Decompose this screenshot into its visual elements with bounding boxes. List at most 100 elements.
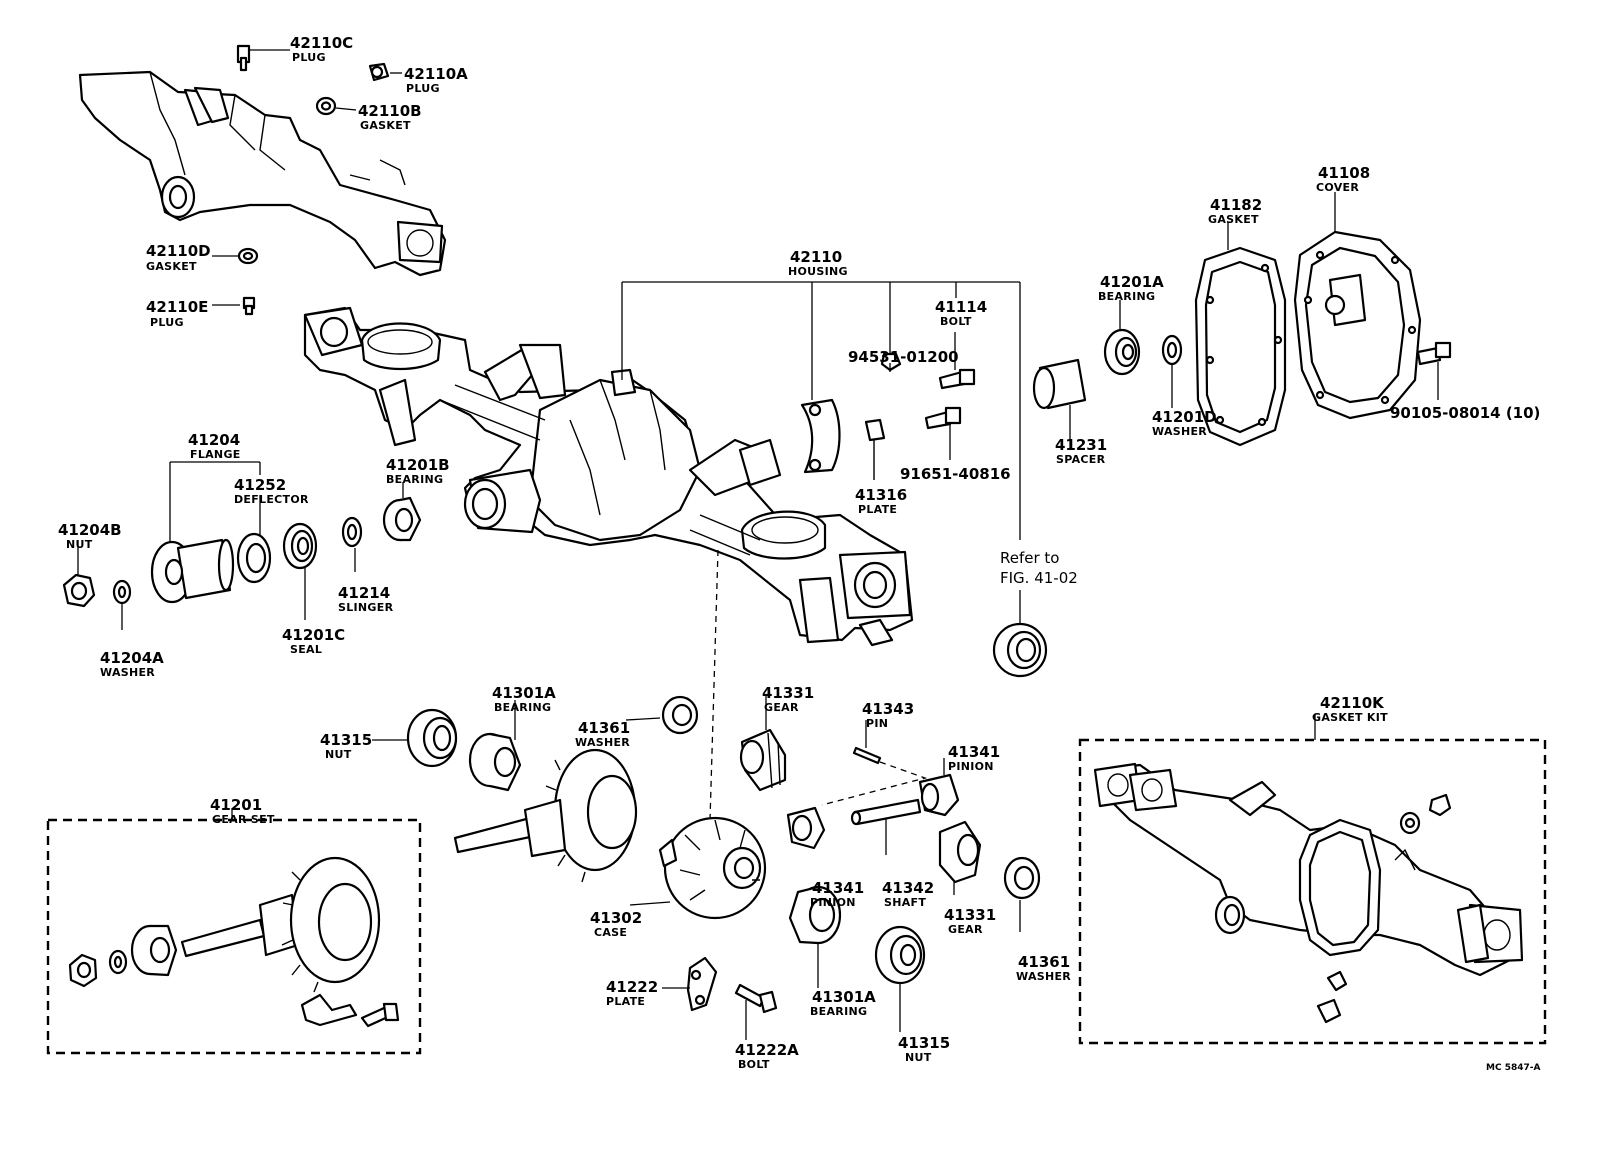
svg-text:41315: 41315 (320, 731, 372, 749)
bearing-41301a-bot (788, 885, 842, 945)
svg-text:42110: 42110 (790, 248, 842, 266)
svg-text:41341: 41341 (948, 743, 1000, 761)
label-41341-right: 41341 PINION (948, 743, 1000, 773)
svg-text:CASE: CASE (594, 926, 627, 939)
label-42110k: 42110K GASKET KIT (1312, 694, 1388, 724)
svg-text:SPACER: SPACER (1056, 453, 1106, 466)
nut-41315-left (406, 708, 458, 768)
gasket-41182 (1194, 246, 1287, 447)
svg-text:41343: 41343 (862, 700, 914, 718)
nut-94531 (880, 352, 902, 372)
svg-text:PIN: PIN (866, 717, 888, 730)
spacer-41231 (1032, 358, 1087, 410)
svg-text:BOLT: BOLT (940, 315, 972, 328)
svg-text:GEAR: GEAR (948, 923, 983, 936)
label-41343: 41343 PIN (862, 700, 914, 730)
svg-text:GEAR: GEAR (764, 701, 799, 714)
label-41201b: 41201B BEARING (386, 456, 450, 486)
label-41204a: 41204A WASHER (100, 649, 164, 679)
washer-41204a (112, 579, 132, 605)
label-42110d: 42110D GASKET (146, 242, 211, 273)
svg-text:41252: 41252 (234, 476, 286, 494)
label-41204: 41204 FLANGE (188, 431, 241, 461)
label-41341-left: 41341 PINION (810, 879, 864, 909)
label-41361-bot: 41361 WASHER (1016, 953, 1071, 983)
svg-text:Refer to: Refer to (1000, 549, 1059, 567)
svg-text:PLUG: PLUG (292, 51, 326, 64)
washer-41201d (1161, 334, 1183, 366)
label-41114: 41114 BOLT (935, 298, 987, 328)
drawing-code: MC 5847-A (1486, 1063, 1540, 1073)
label-42110a: 42110A PLUG (404, 65, 468, 95)
svg-text:COVER: COVER (1316, 181, 1359, 194)
svg-text:BOLT: BOLT (738, 1058, 770, 1071)
svg-text:42110E: 42110E (146, 298, 208, 316)
gasket-kit-housing (1093, 762, 1524, 1024)
label-41201c: 41201C SEAL (282, 626, 345, 656)
svg-text:WASHER: WASHER (575, 736, 630, 749)
label-41201d: 41201D WASHER (1152, 408, 1217, 438)
label-41331-top: 41331 GEAR (762, 684, 814, 714)
svg-text:WASHER: WASHER (1016, 970, 1071, 983)
housing-detail-small (78, 70, 447, 277)
main-axle-housing (303, 306, 914, 647)
reference-note: Refer to FIG. 41-02 (1000, 549, 1078, 587)
svg-text:90105-08014 (10): 90105-08014 (10) (1390, 404, 1540, 422)
svg-text:41342: 41342 (882, 879, 934, 897)
plate-41222 (686, 956, 718, 1012)
bearing-41201b (382, 496, 422, 542)
svg-text:41108: 41108 (1318, 164, 1370, 182)
plate-41316 (864, 418, 886, 480)
svg-text:41222: 41222 (606, 978, 658, 996)
label-41214: 41214 SLINGER (338, 584, 393, 614)
slinger-41214 (341, 516, 363, 548)
label-41315-left: 41315 NUT (320, 731, 372, 761)
svg-text:41331: 41331 (762, 684, 814, 702)
svg-text:41201B: 41201B (386, 456, 450, 474)
svg-text:41204A: 41204A (100, 649, 164, 667)
label-41316: 41316 PLATE (855, 486, 907, 516)
washer-41361-bot (1003, 856, 1041, 900)
svg-text:WASHER: WASHER (1152, 425, 1207, 438)
svg-text:42110D: 42110D (146, 242, 211, 260)
seal-41201c (282, 522, 318, 570)
svg-text:GASKET: GASKET (360, 119, 411, 132)
svg-text:NUT: NUT (325, 748, 352, 761)
svg-text:GASKET: GASKET (1208, 213, 1259, 226)
svg-text:41315: 41315 (898, 1034, 950, 1052)
svg-text:DEFLECTOR: DEFLECTOR (234, 493, 309, 506)
svg-text:SHAFT: SHAFT (884, 896, 926, 909)
svg-text:NUT: NUT (905, 1051, 932, 1064)
plug-42110c (236, 44, 251, 72)
label-41201: 41201 GEAR SET (210, 796, 275, 826)
label-42110e: 42110E PLUG (146, 298, 208, 329)
svg-text:41201C: 41201C (282, 626, 345, 644)
bearing-refer-fig (992, 622, 1048, 678)
svg-text:42110C: 42110C (290, 34, 353, 52)
bearing-41201a (1103, 328, 1141, 376)
drive-pinion (453, 798, 567, 858)
svg-text:42110B: 42110B (358, 102, 422, 120)
gasket-42110b (315, 96, 337, 116)
svg-text:42110K: 42110K (1320, 694, 1385, 712)
label-41231: 41231 SPACER (1055, 436, 1107, 466)
svg-text:GEAR SET: GEAR SET (212, 813, 275, 826)
svg-text:FIG. 41-02: FIG. 41-02 (1000, 569, 1078, 587)
gear-set-parts (68, 856, 400, 1028)
svg-text:41222A: 41222A (735, 1041, 799, 1059)
gear-41331-bot (938, 820, 982, 884)
bolt-41114 (938, 368, 976, 390)
shaft-41342 (850, 798, 922, 826)
label-41182: 41182 GASKET (1208, 196, 1262, 226)
svg-text:BEARING: BEARING (810, 1005, 867, 1018)
svg-text:FLANGE: FLANGE (190, 448, 241, 461)
svg-text:41302: 41302 (590, 909, 642, 927)
bearing-cap (800, 398, 841, 474)
gasket-42110d (237, 247, 259, 265)
label-42110: 42110 HOUSING (788, 248, 848, 278)
label-41222a: 41222A BOLT (735, 1041, 799, 1071)
plug-42110e (242, 296, 256, 316)
label-41201a-top: 41201A BEARING (1098, 273, 1164, 303)
